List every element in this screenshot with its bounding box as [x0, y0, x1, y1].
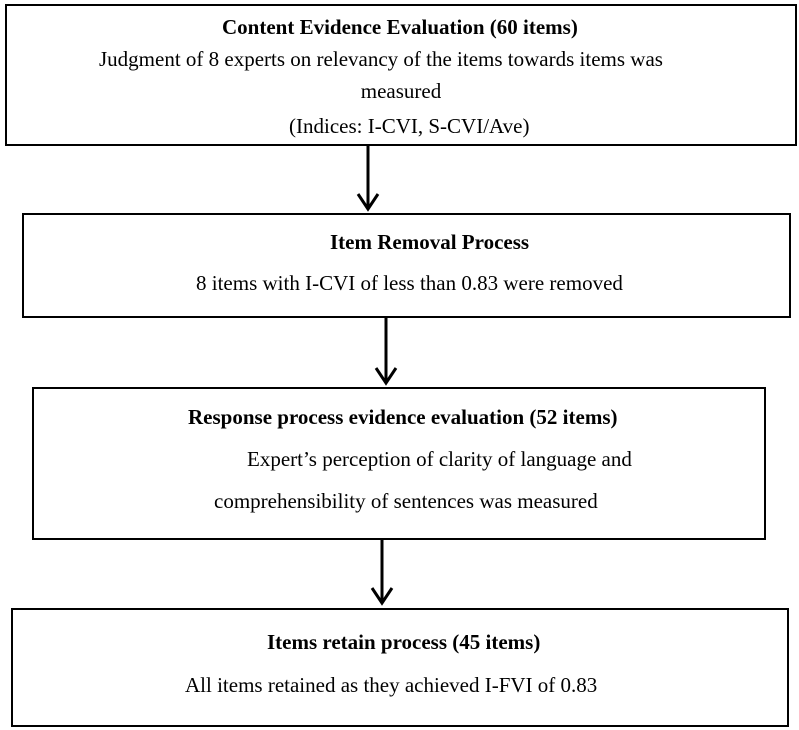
step-title-content-evidence: Content Evidence Evaluation (60 items): [222, 15, 578, 39]
step-desc-line-3: (Indices: I-CVI, S-CVI/Ave): [289, 114, 530, 138]
step-desc-line-2: comprehensibility of sentences was measu…: [214, 489, 598, 513]
step-title-item-removal: Item Removal Process: [330, 230, 530, 254]
flow-arrow-3: [370, 540, 394, 606]
step-desc-line-1: Judgment of 8 experts on relevancy of th…: [99, 47, 663, 71]
step-desc-line-1: Expert’s perception of clarity of langua…: [247, 447, 632, 471]
step-box-item-removal: Item Removal Process 8 items with I-CVI …: [22, 213, 791, 318]
step-desc-line-2: measured: [360, 79, 442, 103]
flow-arrow-1: [356, 146, 380, 212]
step-title-response-process: Response process evidence evaluation (52…: [188, 405, 618, 429]
step-desc-line-1: 8 items with I-CVI of less than 0.83 wer…: [196, 271, 623, 295]
step-box-content-evidence: Content Evidence Evaluation (60 items) J…: [5, 4, 797, 146]
flow-arrow-2: [374, 318, 398, 386]
step-desc-line-1: All items retained as they achieved I-FV…: [185, 673, 598, 697]
step-box-response-process: Response process evidence evaluation (52…: [32, 387, 766, 540]
step-box-items-retain: Items retain process (45 items) All item…: [11, 608, 789, 727]
step-title-items-retain: Items retain process (45 items): [267, 630, 541, 654]
